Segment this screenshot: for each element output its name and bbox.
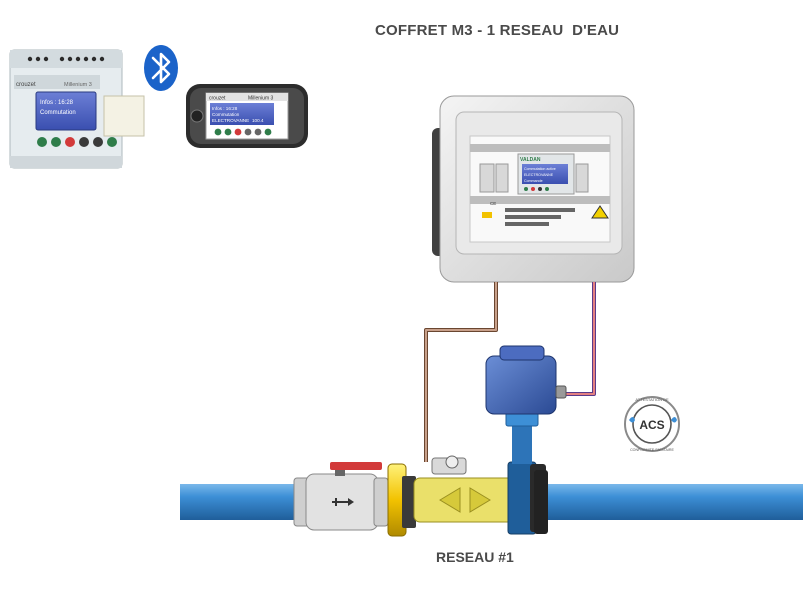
plc-screen-line1: Infos : 16:28 [40,100,74,106]
smartphone: crouzet Millenium 3 Infos : 16:28 Commut… [186,84,308,148]
cabinet-sticker: CE [490,201,496,206]
phone-logo: crouzet [209,96,226,102]
phone-screen-line2: Commutation [212,112,240,117]
pipe-flange-right [534,470,548,534]
cables [424,282,596,462]
phone-header: Millenium 3 [248,96,274,102]
plc-controller: Infos : 16:28 Commutation crouzet Millen… [9,49,145,169]
cabinet-screen-line3: Commande [524,179,543,183]
ball-valve [293,462,389,531]
diagram-title: COFFRET M3 - 1 RESEAU D'EAU [375,22,620,39]
plc-logo: crouzet [16,82,36,88]
acs-badge-label: ACS [639,418,664,432]
flow-arrow-icon [332,498,354,506]
plc-device-label: Millenium 3 [64,82,92,88]
cabinet-screen-line2: ELECTROVANNE [524,173,554,177]
bluetooth-icon [144,45,178,91]
cabinet-screen-line1: Commutation active [524,167,556,171]
warning-icon [591,205,609,219]
plc-screen-line2: Commutation [40,110,76,116]
acs-badge-icon: ACS ATTESTATION DE CONFORMITE SANITAIRE [624,396,680,452]
water-pipe [180,484,803,520]
acs-ring-top: ATTESTATION DE [635,397,669,402]
acs-ring-bottom: CONFORMITE SANITAIRE [630,448,674,452]
phone-screen-line3: ELECTROVANNE [212,118,249,123]
phone-screen-line1: Infos : 16:28 [212,106,238,111]
cabinet-brand: VALDAN [520,157,541,163]
water-meter [387,455,515,537]
plc-dongle [103,95,145,137]
plc-buttons [37,137,117,147]
control-cabinet: VALDAN Commutation active ELECTROVANNE C… [432,95,635,283]
phone-screen-line4: 100.4 [252,118,264,123]
network-caption: RESEAU #1 [436,549,514,565]
